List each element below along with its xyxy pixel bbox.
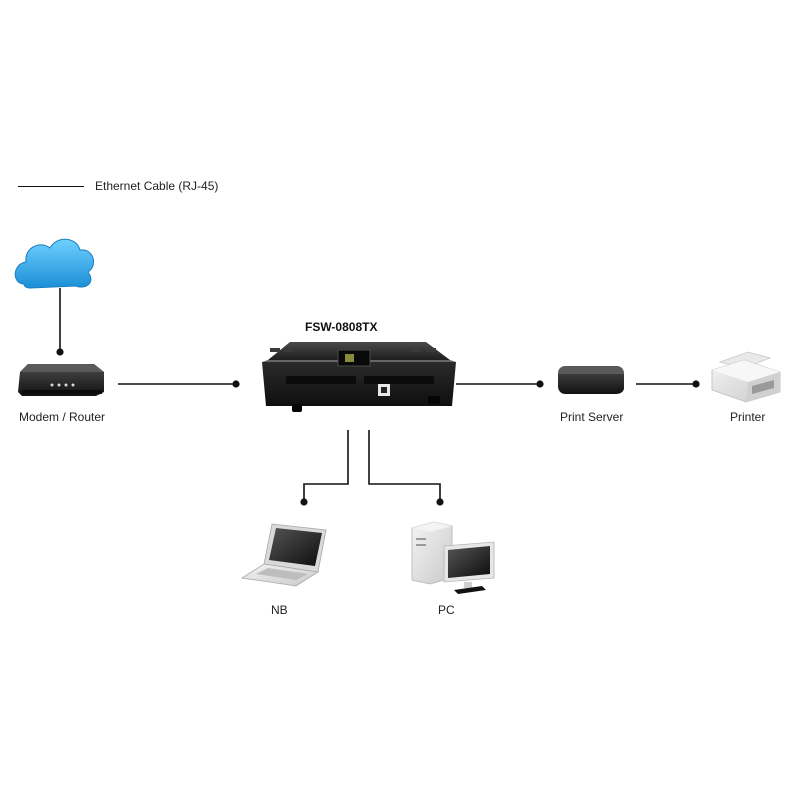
print-server-label: Print Server bbox=[560, 410, 624, 424]
modem-router-icon bbox=[18, 364, 104, 396]
laptop-icon bbox=[240, 523, 327, 587]
legend-cable-line bbox=[18, 186, 84, 187]
nb-label: NB bbox=[271, 603, 288, 617]
printer-label: Printer bbox=[730, 410, 766, 424]
pc-icon bbox=[411, 521, 495, 594]
endpoint-modem-top bbox=[56, 348, 64, 356]
endpoint-switch-left bbox=[232, 380, 240, 388]
switch-model-label: FSW-0808TX bbox=[305, 320, 378, 334]
endpoint-printserver-left bbox=[536, 380, 544, 388]
printer-icon bbox=[711, 351, 781, 403]
modem-router-label: Modem / Router bbox=[19, 410, 106, 424]
switch-icon bbox=[262, 342, 456, 412]
endpoint-pc bbox=[436, 498, 444, 506]
cable-endpoints bbox=[56, 348, 700, 506]
print-server-icon bbox=[558, 366, 624, 394]
legend-cable-label: Ethernet Cable (RJ-45) bbox=[95, 179, 219, 193]
endpoint-nb bbox=[300, 498, 308, 506]
endpoint-printer-left bbox=[692, 380, 700, 388]
cable-switch-pc bbox=[368, 430, 441, 502]
cable-switch-nb bbox=[303, 430, 349, 502]
cables bbox=[59, 288, 696, 502]
cloud-icon bbox=[14, 238, 95, 289]
pc-label: PC bbox=[438, 603, 455, 617]
